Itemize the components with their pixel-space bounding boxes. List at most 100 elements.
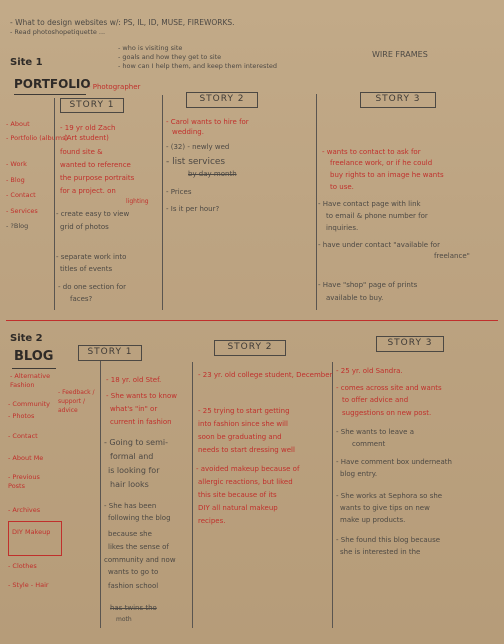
site1-nav-item: - Services: [6, 207, 38, 215]
story-line: - Have comment box underneath: [336, 458, 452, 466]
story-line: fashion school: [108, 582, 159, 590]
site1-nav-item: - Portfolio (albums): [6, 134, 69, 142]
story-line: recipes.: [198, 517, 226, 525]
story-line: into fashion since she will: [198, 420, 288, 428]
story-line: she is interested in the: [340, 548, 421, 556]
story-line: - Going to semi-: [104, 438, 169, 447]
site2-nav-highlight-box: [8, 521, 62, 556]
story-line: community and now: [104, 556, 176, 564]
site2-nav-item: - Photos: [8, 412, 35, 420]
site2-nav-item: - Community: [8, 400, 51, 408]
site2-nav-item: - Archives: [8, 506, 41, 514]
column-divider: [332, 362, 334, 628]
story-line: moth: [116, 616, 132, 623]
story-line: hair looks: [110, 480, 149, 489]
story-line: lighting: [126, 198, 149, 205]
story-line: is looking for: [108, 466, 160, 475]
site1-nav-item: - ?Blog: [6, 222, 29, 230]
story-line: wanted to reference: [60, 161, 131, 169]
story-line: allergic reactions, but liked: [198, 478, 293, 486]
story-line: wants to go to: [108, 568, 159, 576]
site2-nav-side: - Feedback / support / advice: [58, 389, 95, 414]
story-line: - have under contact "available for: [318, 241, 440, 249]
story-line: buy rights to an image he wants: [330, 171, 444, 179]
site2-nav-item: - Contact: [8, 432, 38, 440]
story-line: - Is it per hour?: [166, 205, 220, 213]
story-line: - 25 yr. old Sandra.: [336, 367, 403, 375]
site1-nav-item: - Work: [6, 160, 27, 168]
story-line: this site because of its: [198, 491, 277, 499]
story-line: - list services: [166, 157, 226, 167]
site1-title-underline: [14, 94, 86, 96]
story-line: comment: [352, 440, 386, 448]
site1-nav-item: - About: [6, 120, 30, 128]
story-line: - create easy to view: [56, 210, 130, 218]
story-line: - 23 yr. old college student, December: [198, 371, 333, 379]
site2-nav-item: - Alternative Fashion: [10, 372, 51, 389]
site1-nav-item: - Blog: [6, 176, 25, 184]
story-line: wants to give tips on new: [340, 504, 430, 512]
story-line: to email & phone number for: [326, 212, 428, 220]
section-divider: [6, 320, 498, 322]
story-line: has twins tho: [110, 604, 157, 612]
site2-title-underline: [12, 368, 56, 370]
story-line: - She wants to leave a: [336, 428, 414, 436]
column-divider: [316, 94, 318, 310]
story-line: - wants to contact to ask for: [322, 148, 421, 156]
story-line: available to buy.: [326, 294, 384, 302]
story-line: grid of photos: [60, 223, 109, 231]
site1-story1-label: STORY 1: [60, 98, 124, 113]
story-line: DIY all natural makeup: [198, 504, 278, 512]
header-note-1: - What to design websites w/: PS, IL, ID…: [10, 18, 235, 27]
column-divider: [100, 360, 102, 628]
site2-story1-label: STORY 1: [78, 345, 142, 361]
story-line: make up products.: [340, 516, 406, 524]
story-line: for a project. on: [60, 187, 116, 195]
question-1: - who is visiting site: [118, 44, 183, 52]
story-line: - 19 yr old Zach: [60, 124, 116, 132]
story-line: to offer advice and: [342, 396, 409, 404]
site1-story3-label: STORY 3: [360, 92, 436, 108]
story-line: freelance work, or if he could: [330, 159, 433, 167]
story-line: found site &: [60, 148, 103, 156]
story-line: titles of events: [60, 265, 113, 273]
site1-title: PORTFOLIO: [14, 77, 91, 91]
story-line: likes the sense of: [108, 543, 169, 551]
story-line: - avoided makeup because of: [196, 465, 300, 473]
story-line: by day month: [188, 170, 237, 178]
site1-nav-item: - Contact: [6, 191, 36, 199]
story-line: - She has been: [104, 502, 157, 510]
site1-label: Site 1: [10, 57, 43, 68]
story-line: (Art student): [64, 134, 109, 142]
column-divider: [162, 95, 164, 310]
site2-nav-item: - Previous Posts: [8, 473, 40, 490]
story-line: faces?: [70, 295, 93, 303]
story-line: - 18 yr. old Stef.: [106, 376, 162, 384]
site2-nav-item: - Style - Hair: [8, 581, 49, 589]
story-line: - (32) - newly wed: [166, 143, 230, 151]
story-line: - Carol wants to hire for: [166, 118, 249, 126]
story-line: needs to start dressing well: [198, 446, 295, 454]
story-line: what's "in" or: [110, 405, 158, 413]
story-line: - do one section for: [58, 283, 127, 291]
story-line: - Prices: [166, 188, 192, 196]
site2-nav-item: DIY Makeup: [12, 528, 51, 536]
site2-story2-label: STORY 2: [214, 340, 286, 356]
story-line: inquiries.: [326, 224, 359, 232]
story-line: - She works at Sephora so she: [336, 492, 443, 500]
story-line: the purpose portraits: [60, 174, 135, 182]
story-line: - comes across site and wants: [336, 384, 442, 392]
site2-label: Site 2: [10, 333, 43, 344]
story-line: - 25 trying to start getting: [198, 407, 290, 415]
site2-title: BLOG: [14, 349, 54, 364]
story-line: current in fashion: [110, 418, 172, 426]
story-line: - Have contact page with link: [318, 200, 421, 208]
site2-story3-label: STORY 3: [376, 336, 444, 352]
story-line: because she: [108, 530, 152, 538]
story-line: following the blog: [108, 514, 171, 522]
column-divider: [54, 98, 56, 310]
column-divider: [192, 362, 194, 628]
story-line: - She found this blog because: [336, 536, 441, 544]
site1-subtitle: - Photographer: [88, 83, 141, 91]
